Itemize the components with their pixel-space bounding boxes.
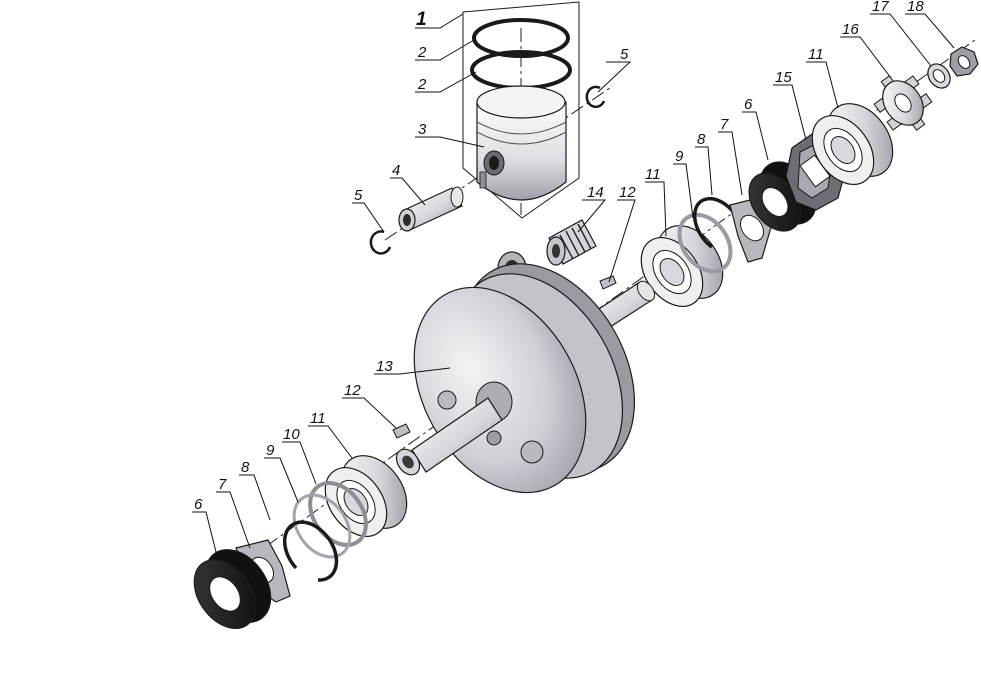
piston-pin <box>398 186 464 232</box>
hex-nut <box>949 46 979 77</box>
crankshaft-assembly <box>395 251 656 494</box>
needle-bearing <box>546 219 597 266</box>
piston-ring-top <box>472 18 570 58</box>
label-needle-bearing: 14 <box>587 184 604 201</box>
label-seal-upper: 6 <box>744 96 753 113</box>
snap-ring-lower <box>282 520 339 582</box>
label-sprocket: 16 <box>842 21 859 38</box>
piston <box>476 85 567 201</box>
label-ring-top: 2 <box>417 44 427 61</box>
label-key-lower: 12 <box>344 382 361 399</box>
label-bearing-upper-right: 11 <box>808 46 824 63</box>
label-washer: 17 <box>872 0 889 15</box>
washer <box>927 63 951 89</box>
callout-labels: 1 2 2 3 4 5 5 14 12 11 9 8 7 6 15 11 16 … <box>194 0 924 513</box>
label-circlip-left: 5 <box>354 187 363 204</box>
leader-lines <box>192 13 955 561</box>
shim-upper <box>677 212 733 274</box>
shim-lower <box>292 493 352 559</box>
label-piston: 3 <box>418 121 427 138</box>
key-upper <box>599 275 617 290</box>
ball-bearing-upper-right <box>811 103 894 185</box>
label-snap-ring-upper: 8 <box>697 131 706 148</box>
circlip-right <box>585 85 606 109</box>
key-lower <box>392 423 411 439</box>
label-crank-flywheel: 13 <box>376 358 393 375</box>
label-shim-lower: 9 <box>266 442 275 459</box>
label-shim-upper: 9 <box>675 148 684 165</box>
snap-ring-upper <box>692 196 740 249</box>
label-snap-ring-lower: 8 <box>241 459 250 476</box>
label-plate-lower: 7 <box>218 476 227 493</box>
label-plate-upper: 7 <box>720 116 729 133</box>
sprocket <box>873 75 933 131</box>
label-ring-bottom: 2 <box>417 76 427 93</box>
label-bearing-upper-mid: 11 <box>645 166 661 183</box>
label-circlip-right: 5 <box>620 46 629 63</box>
label-piston-pin: 4 <box>392 162 400 179</box>
label-nut: 18 <box>907 0 924 15</box>
label-cage-nut: 15 <box>775 69 792 86</box>
oil-seal-lower <box>193 549 272 629</box>
label-bearing-lower: 11 <box>310 410 326 427</box>
label-spacer-ring: 10 <box>283 426 300 443</box>
label-piston-group: 1 <box>416 9 427 30</box>
label-seal-lower: 6 <box>194 496 203 513</box>
label-key-upper: 12 <box>619 184 636 201</box>
circlip-left <box>369 230 392 255</box>
